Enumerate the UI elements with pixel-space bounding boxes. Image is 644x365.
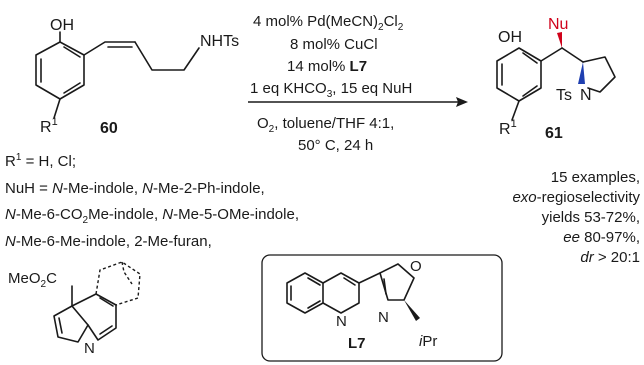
condition-line-2: 50° C, 24 h [298, 137, 373, 154]
product-nu-label: Nu [548, 16, 568, 33]
product-oh-label: OH [498, 29, 522, 46]
indolizine-structure [53, 261, 141, 343]
substrate-nhts-label: NHTs [200, 33, 239, 50]
ligand-n1: N [336, 313, 347, 330]
results-line-3: yields 53-72%, [542, 209, 640, 226]
ligand-structure [286, 263, 420, 321]
results-line-1: 15 examples, [551, 169, 640, 186]
optional-fused-ring [95, 261, 141, 306]
results-line-2: exo-regioselectivity [512, 189, 640, 206]
product-r-label: R1 [499, 118, 517, 138]
substrate-number: 60 [100, 120, 118, 137]
ligand-label: L7 [348, 335, 366, 352]
product-n-label: N [580, 87, 592, 104]
substrate-structure [35, 31, 200, 119]
reagent-line-4: 1 eq KHCO3, 15 eq NuH [250, 80, 412, 100]
reaction-arrow [248, 97, 468, 107]
product-ts-label: Ts [556, 87, 572, 104]
scope-line-1: R1 = H, Cl; [5, 152, 76, 170]
ligand-n2: N [378, 309, 389, 326]
scope-line-4: N-Me-6-Me-indole, 2-Me-furan, [5, 233, 212, 250]
ester-label: MeO2C [8, 270, 57, 290]
scope-line-2: NuH = N-Me-indole, N-Me-2-Ph-indole, [5, 180, 265, 197]
reagent-line-3: 14 mol% L7 [287, 58, 367, 75]
ligand-box [261, 254, 503, 362]
substrate-oh-label: OH [50, 17, 74, 34]
indolizine-n-label: N [84, 340, 95, 357]
indolizine-pyrrole-ring [53, 305, 89, 343]
scope-line-3: N-Me-6-CO2Me-indole, N-Me-5-OMe-indole, [5, 206, 299, 226]
ipr-wedge [404, 300, 420, 321]
product-number: 61 [545, 125, 563, 142]
reagent-line-1: 4 mol% Pd(MeCN)2Cl2 [253, 13, 404, 33]
product-nu-wedge [557, 32, 562, 48]
results-line-5: dr > 20:1 [580, 249, 640, 266]
results-line-4: ee 80-97%, [563, 229, 640, 246]
substrate-benzene-ring [35, 41, 85, 100]
quinoline-pyridine-ring [322, 272, 360, 314]
ligand-o: O [410, 258, 422, 275]
quinoline-benzo-ring [286, 272, 324, 314]
scope-block: R1 = H, Cl; NuH = N-Me-indole, N-Me-2-Ph… [5, 152, 299, 250]
product-n-wedge [578, 62, 585, 84]
product-pyrrolidine-ring [582, 56, 616, 93]
results-block: 15 examples, exo-regioselectivity yields… [512, 169, 640, 266]
condition-line-1: O2, toluene/THF 4:1, [257, 115, 394, 135]
indolizine-six-ring [71, 293, 117, 341]
product-benzene-ring [496, 47, 542, 102]
ligand-ipr: iPr [419, 333, 437, 350]
reagent-line-2: 8 mol% CuCl [290, 36, 378, 53]
substrate-r-label: R1 [40, 116, 58, 136]
oxazoline-ring [379, 263, 415, 301]
product-structure [496, 32, 616, 121]
